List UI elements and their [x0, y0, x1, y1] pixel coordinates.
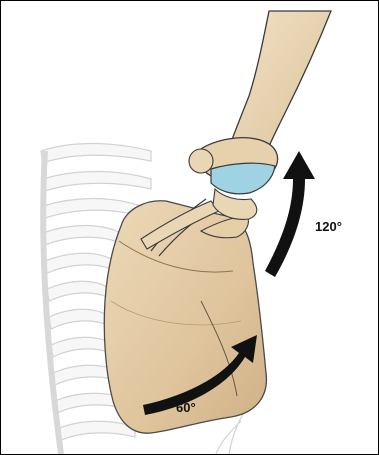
- lower-rotation-label: 60°: [176, 400, 196, 415]
- upper-rotation-label: 120°: [315, 219, 342, 234]
- humerus: [189, 11, 331, 219]
